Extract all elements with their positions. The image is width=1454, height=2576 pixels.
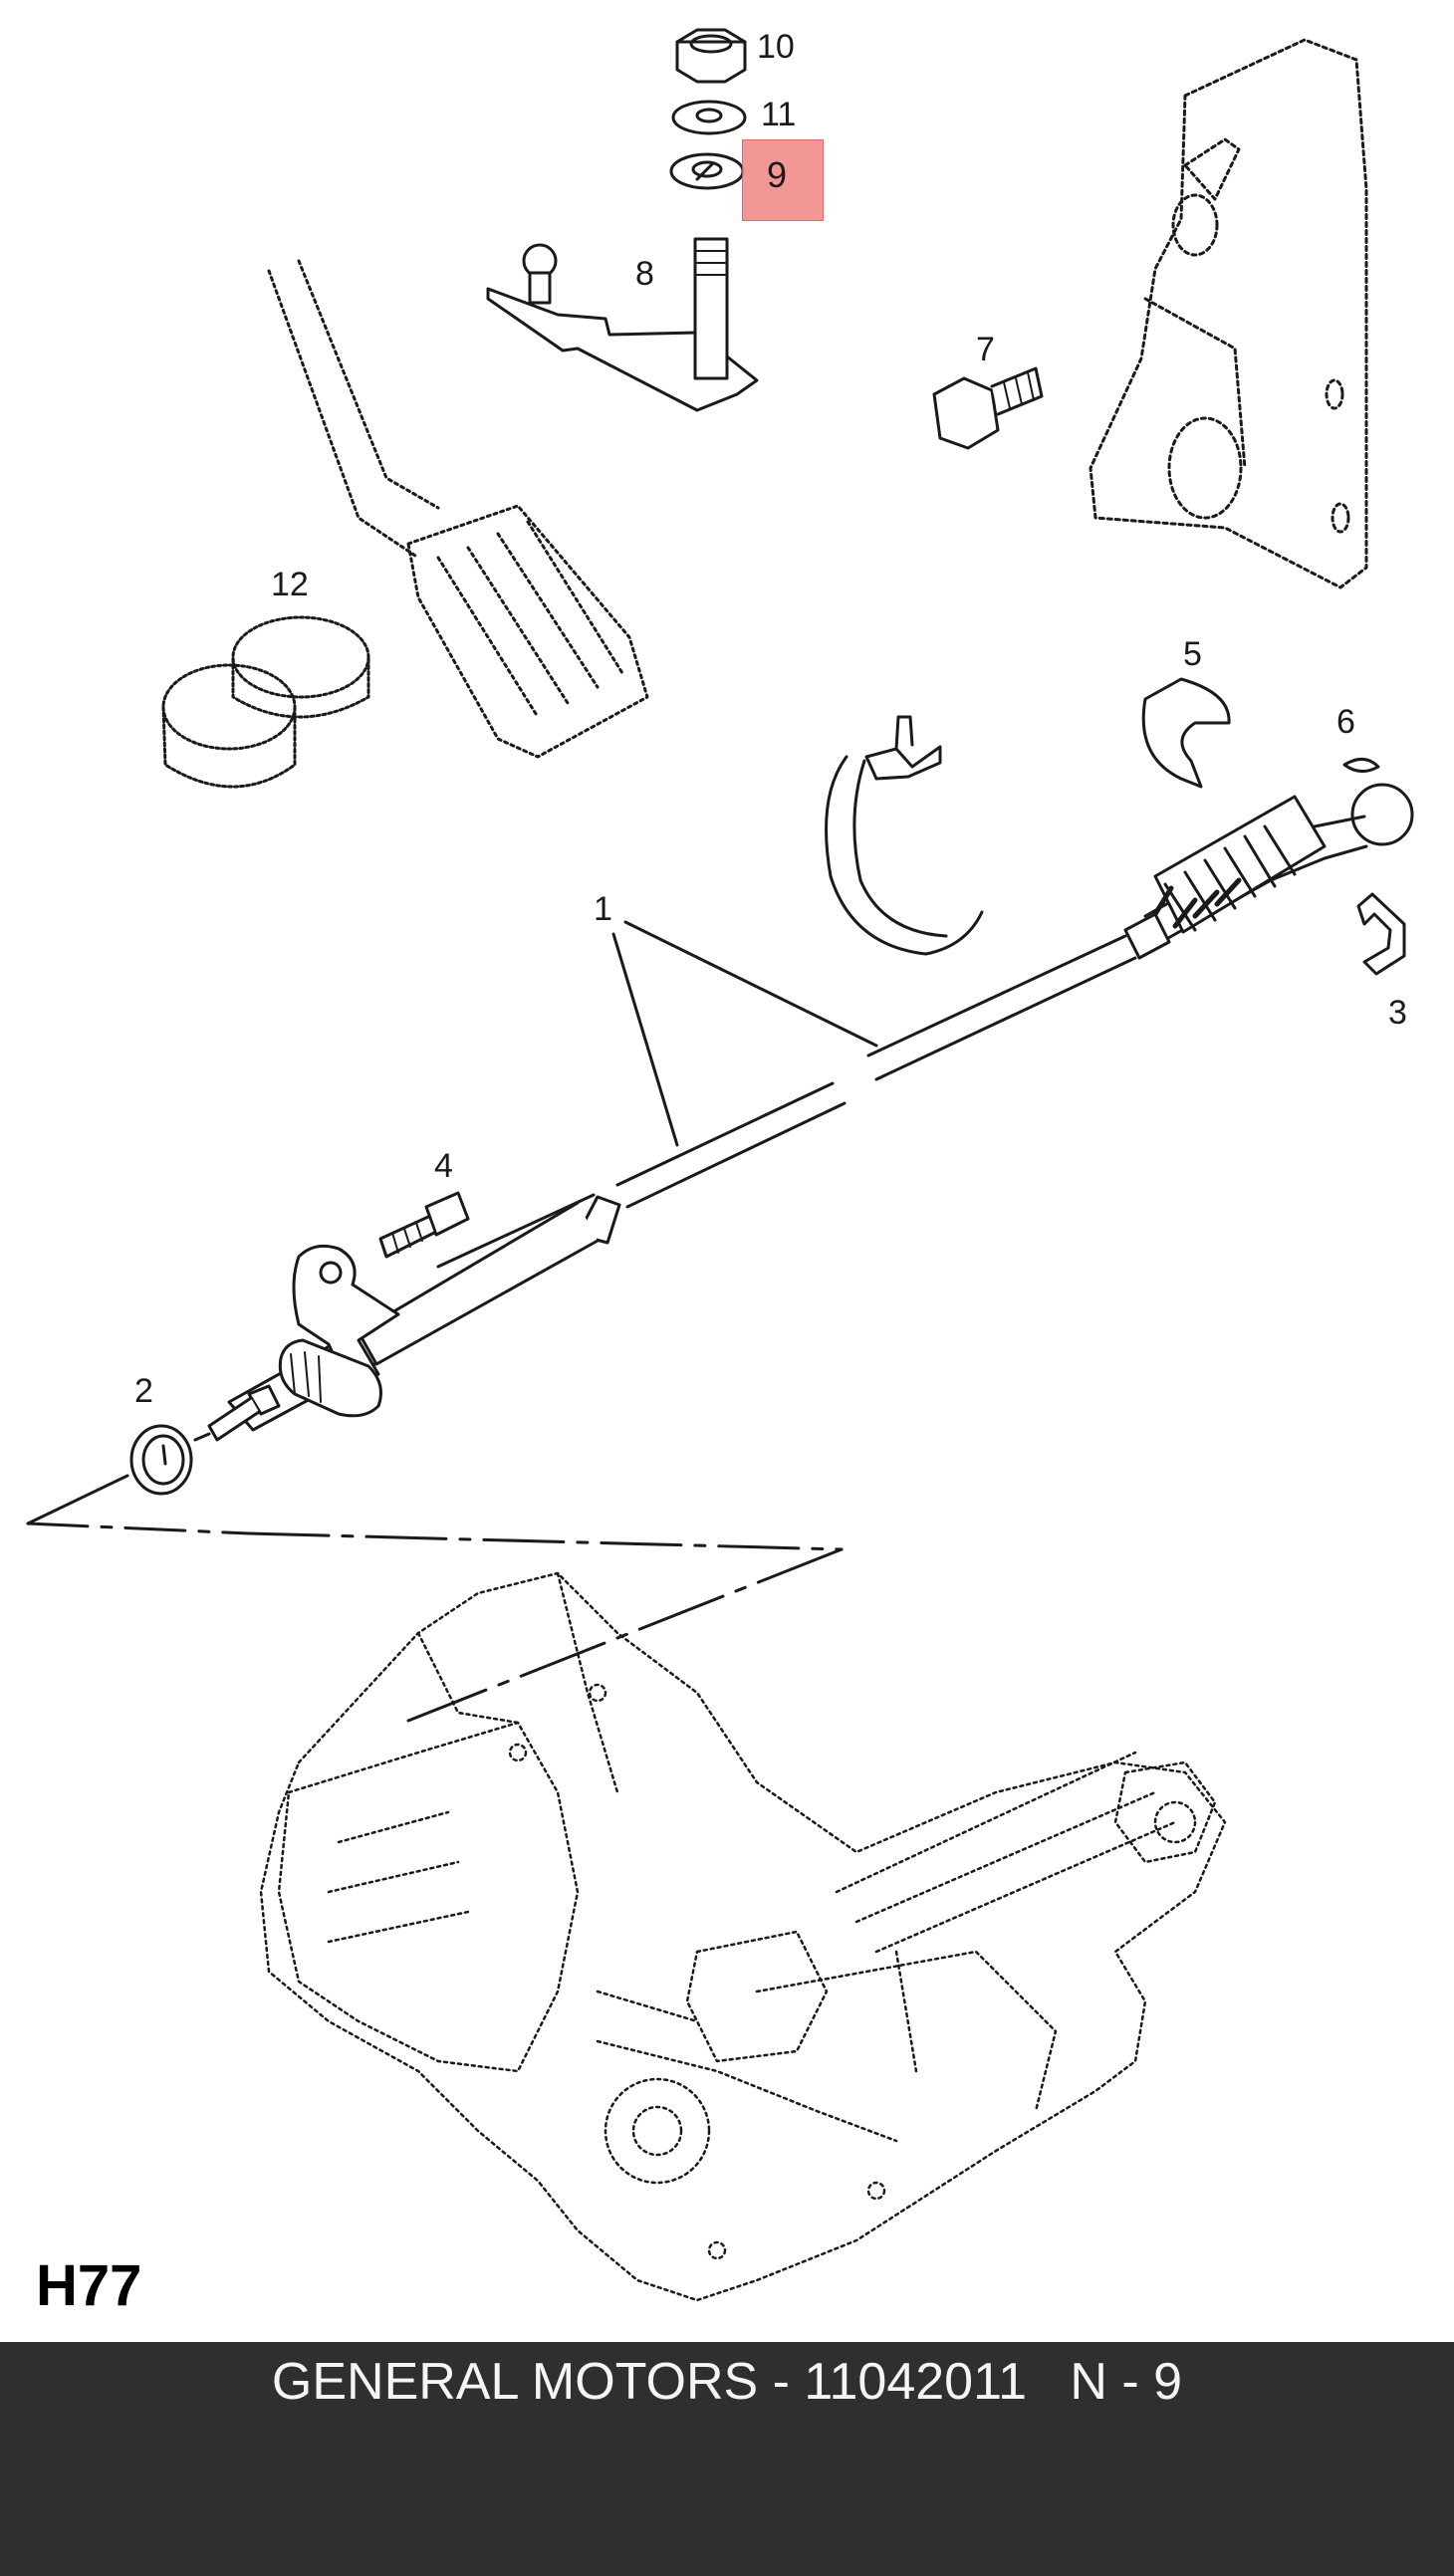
- footer-ref: N - 9: [1070, 2353, 1183, 2411]
- clip-band: [825, 715, 984, 956]
- transmission: [259, 1571, 1227, 2302]
- footer-brand: GENERAL MOTORS: [271, 2353, 759, 2411]
- diagram-code: H77: [36, 2253, 142, 2318]
- callout-4: 4: [434, 1147, 453, 1185]
- flat-washer-11: [671, 100, 747, 135]
- callout-8: 8: [635, 255, 654, 293]
- mounting-bracket: [1089, 38, 1368, 589]
- callout-12: 12: [271, 566, 309, 603]
- footer-part-number: 11042011: [804, 2353, 1028, 2411]
- highlight-box: [742, 139, 824, 221]
- callout-2: 2: [134, 1372, 153, 1410]
- hex-nut-10: [675, 28, 747, 84]
- callout-1: 1: [594, 890, 612, 928]
- callout-9: 9: [767, 154, 788, 195]
- footer-bar: [0, 2342, 1454, 2576]
- retaining-clip-5: [1141, 677, 1231, 789]
- callout-6: 6: [1336, 703, 1355, 741]
- rubber-cap-12: [161, 615, 370, 789]
- lock-washer-9: [669, 152, 745, 190]
- footer-caption: GENERAL MOTORS - 11042011 N - 9: [0, 2352, 1454, 2412]
- connector-pin: [193, 1384, 281, 1442]
- o-ring-2: [129, 1424, 193, 1496]
- leader-lines: [26, 920, 878, 1723]
- footer-gap: [1027, 2353, 1070, 2411]
- callout-3: 3: [1388, 994, 1407, 1032]
- parts-diagram: [26, 28, 1414, 2302]
- footer-separator: -: [758, 2353, 805, 2411]
- callout-7: 7: [976, 331, 995, 368]
- ball-socket-6: [1342, 758, 1414, 846]
- diagram-drawing: [26, 28, 1414, 2302]
- cable-bracket: [278, 1244, 400, 1418]
- hex-bolt-7: [932, 366, 1044, 450]
- shift-cable: [227, 795, 1368, 1432]
- callout-5: 5: [1183, 635, 1202, 673]
- small-clip-3: [1356, 892, 1406, 976]
- stud-bracket-8: [486, 237, 759, 412]
- pedal-arm: [267, 259, 649, 759]
- bolt-4: [378, 1191, 470, 1259]
- callout-11: 11: [761, 96, 797, 133]
- callout-10: 10: [757, 28, 795, 66]
